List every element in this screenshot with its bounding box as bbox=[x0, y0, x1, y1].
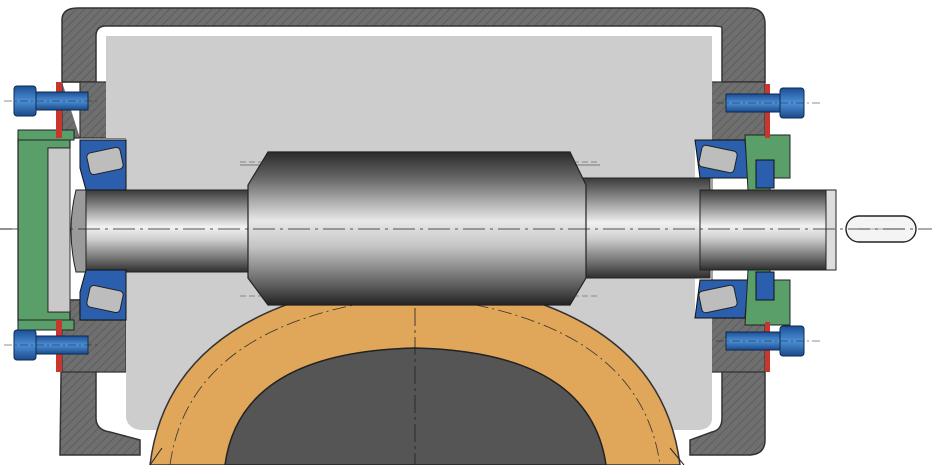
leader-right bbox=[669, 447, 685, 465]
left-bearing bbox=[79, 139, 127, 321]
oil-seal-lower bbox=[755, 271, 775, 301]
left-end-cover bbox=[17, 129, 75, 331]
oil-seal-upper bbox=[755, 159, 775, 189]
construction-lines bbox=[0, 161, 600, 297]
output-shaft bbox=[699, 189, 831, 271]
left-cover-rim-bottom bbox=[17, 319, 75, 331]
shaft-left-journal bbox=[75, 189, 267, 273]
hex-bolt-icon bbox=[716, 87, 820, 119]
hex-bolt-icon bbox=[716, 325, 820, 357]
left-roller-upper bbox=[86, 146, 124, 176]
right-bearing bbox=[694, 134, 791, 326]
right-roller-upper bbox=[698, 144, 738, 174]
hex-bolt-icon bbox=[4, 329, 100, 361]
output-shaft-end bbox=[825, 189, 837, 271]
leader-left bbox=[149, 447, 163, 465]
shaft-right-journal bbox=[569, 177, 711, 279]
shaft-left-shoulder bbox=[70, 189, 87, 273]
left-cover-rim-top bbox=[17, 129, 75, 141]
right-roller-lower bbox=[698, 284, 738, 314]
worm-shaft bbox=[8, 151, 932, 306]
hex-bolt-icon bbox=[4, 85, 100, 117]
left-cover-inner bbox=[47, 147, 71, 313]
left-roller-lower bbox=[86, 284, 124, 314]
bolts bbox=[4, 85, 820, 361]
housing-shell bbox=[61, 7, 766, 83]
worm-threaded-section bbox=[247, 151, 587, 306]
